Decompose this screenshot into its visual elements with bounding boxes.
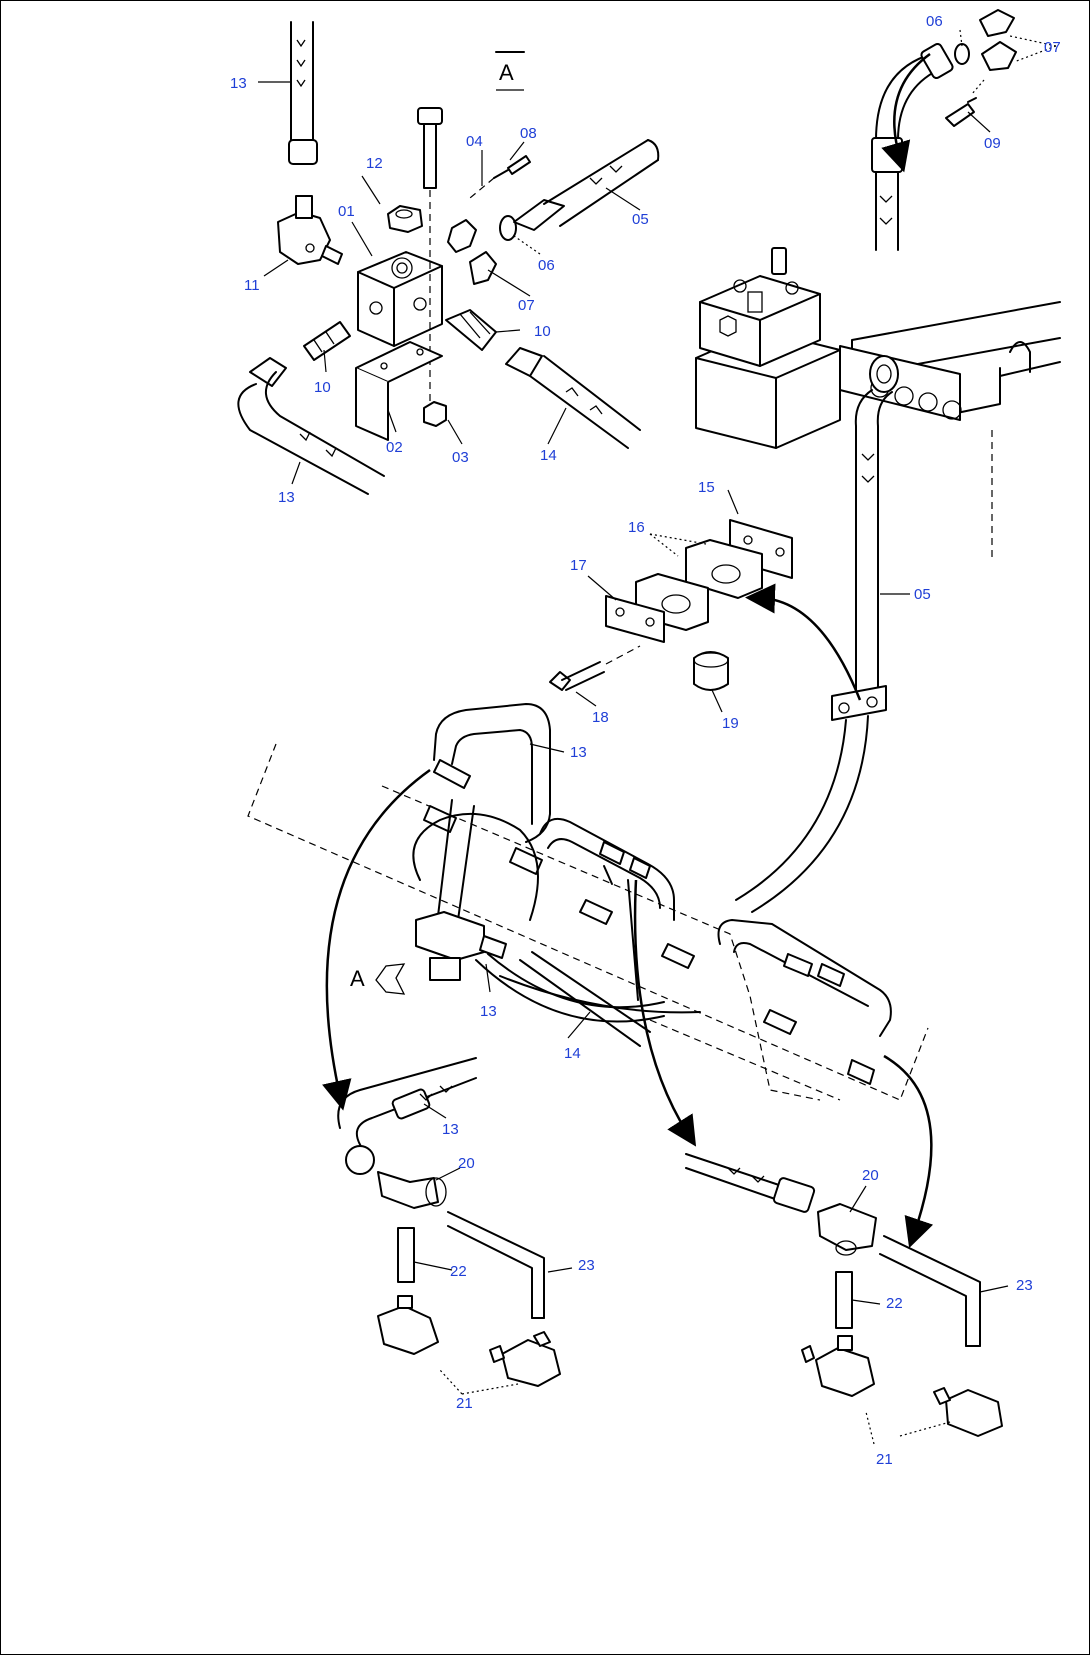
callout-07: 07 (518, 297, 535, 314)
view-label: A (499, 60, 514, 85)
callout-23: 23 (578, 1257, 595, 1274)
hose-14-detail (505, 347, 641, 449)
hose-13-top (288, 21, 318, 165)
callout-20: 20 (458, 1155, 475, 1172)
callout-13: 13 (480, 1003, 497, 1020)
bracket-02 (355, 341, 443, 441)
valve-block-01 (357, 251, 443, 347)
callout-21: 21 (876, 1451, 893, 1468)
callout-10: 10 (314, 379, 331, 396)
callout-09: 09 (984, 135, 1001, 152)
bolt-04 (417, 107, 443, 430)
fitting-10-left (303, 321, 351, 361)
bottom-right-detail (685, 1153, 1003, 1437)
callout-14: 14 (564, 1045, 581, 1062)
detail-a-group: A (237, 21, 660, 495)
nipple-22-right (835, 1271, 853, 1329)
callout-01: 01 (338, 203, 355, 220)
tee-20-left (377, 1171, 439, 1209)
callout-17: 17 (570, 557, 587, 574)
callout-20: 20 (862, 1167, 879, 1184)
bolt-09 (945, 103, 975, 127)
leader-lines (258, 29, 1057, 1445)
hose-05-detail (513, 139, 660, 231)
nipple-22-left (397, 1227, 415, 1283)
valve-frame-group (695, 247, 1061, 560)
bolt-08 (469, 155, 531, 199)
view-a-marker: A (350, 966, 365, 991)
callout-14: 14 (540, 447, 557, 464)
fitting-10-right (445, 309, 497, 351)
fitting-21-left-b (501, 1339, 561, 1387)
split-flange-07 (447, 215, 517, 285)
callout-16: 16 (628, 519, 645, 536)
callout-22: 22 (450, 1263, 467, 1280)
callout-06: 06 (538, 257, 555, 274)
callout-03: 03 (452, 449, 469, 466)
oring-06 (954, 43, 970, 65)
callout-05: 05 (632, 211, 649, 228)
callout-06: 06 (926, 13, 943, 30)
callout-11: 11 (244, 277, 260, 294)
callout-13: 13 (278, 489, 295, 506)
callout-13: 13 (442, 1121, 459, 1138)
flange-07-top (979, 9, 1015, 37)
callout-15: 15 (698, 479, 715, 496)
leader-arrows (322, 52, 934, 1249)
fitting-21-left-a (377, 1305, 439, 1355)
callout-05: 05 (914, 586, 931, 603)
callout-10: 10 (534, 323, 551, 340)
fitting-21-right-a (815, 1347, 875, 1397)
main-assembly: A (247, 703, 929, 1101)
callout-19: 19 (722, 715, 739, 732)
callout-13: 13 (570, 744, 587, 761)
pipe-23-right (879, 1235, 981, 1347)
pipe-23-left (447, 1211, 545, 1319)
callout-numbers: 13 12 01 11 04 08 05 06 07 10 10 02 03 1… (230, 13, 1061, 1468)
bolt-18 (549, 671, 571, 691)
callout-13: 13 (230, 75, 247, 92)
fitting-21-right-b (945, 1389, 1003, 1437)
callout-21: 21 (456, 1395, 473, 1412)
hose-05-long (735, 389, 893, 913)
clamp-set (549, 519, 793, 691)
fitting-11 (277, 195, 343, 265)
callout-22: 22 (886, 1295, 903, 1312)
bottom-left-detail (337, 1057, 561, 1387)
callout-02: 02 (386, 439, 403, 456)
callout-23: 23 (1016, 1277, 1033, 1294)
hose-13-elbow (237, 357, 385, 495)
tee-20-right (817, 1203, 877, 1251)
callout-18: 18 (592, 709, 609, 726)
callout-12: 12 (366, 155, 383, 172)
callout-08: 08 (520, 125, 537, 142)
flange-07-bottom (981, 41, 1017, 71)
nut-12 (387, 205, 423, 233)
callout-04: 04 (466, 133, 483, 150)
callout-07: 07 (1044, 39, 1061, 56)
plug-19 (693, 651, 729, 691)
nut-03 (423, 401, 447, 427)
